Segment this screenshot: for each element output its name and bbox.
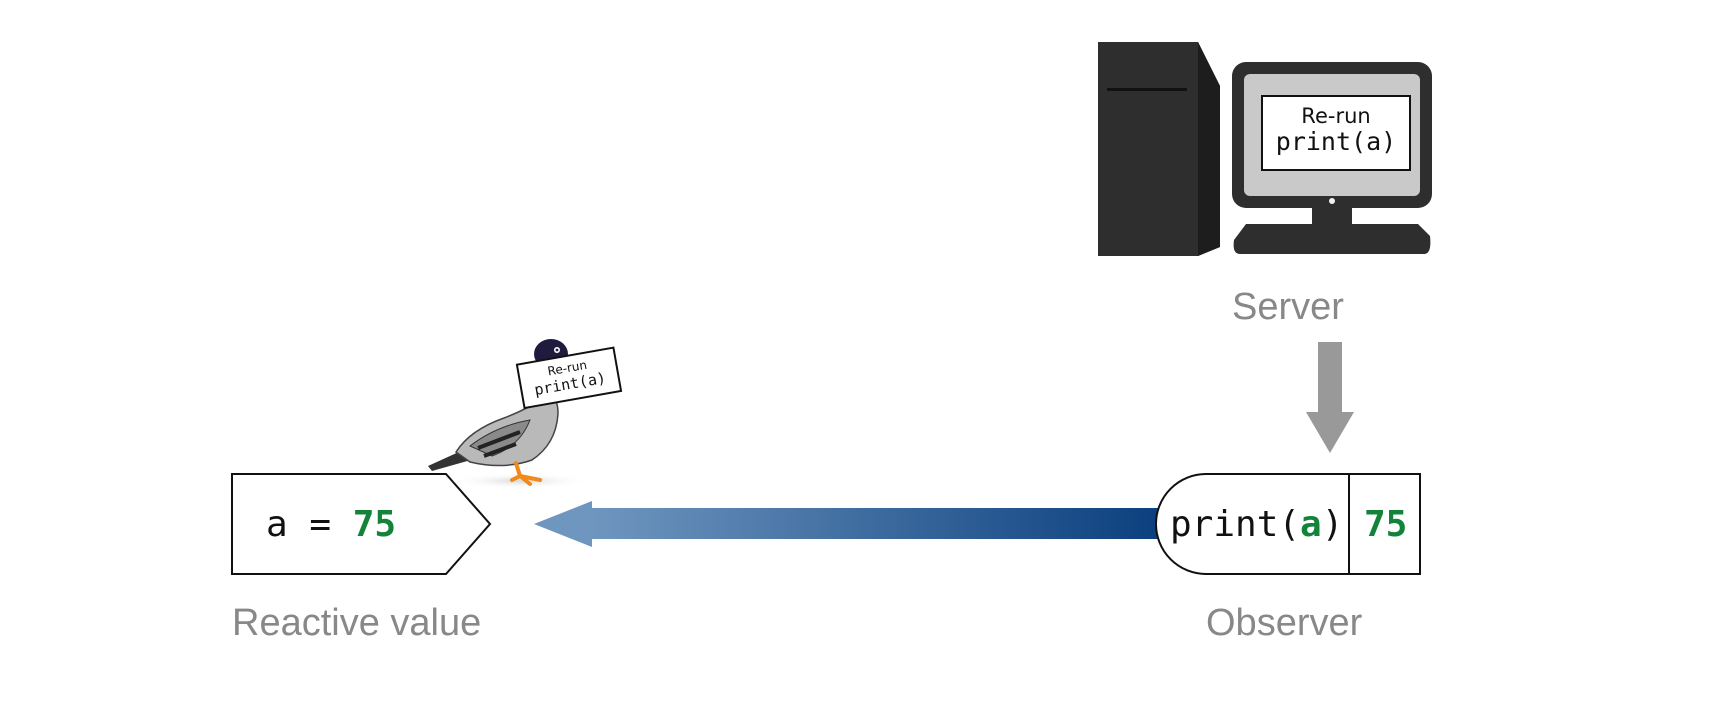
server-down-arrow	[1306, 342, 1354, 453]
reactive-operator: =	[309, 504, 332, 545]
invalidation-arrow	[534, 501, 1162, 547]
server-caption: Server	[1232, 286, 1344, 328]
server-screen-text: Re-run print(a)	[1262, 104, 1410, 157]
pigeon-icon	[428, 339, 623, 489]
observer-value: 75	[1364, 504, 1408, 545]
observer-expr-prefix: print(	[1170, 504, 1301, 545]
reactive-value-number: 75	[352, 504, 397, 545]
server-screen-line2: print(a)	[1275, 127, 1397, 157]
reactive-value-shape	[231, 473, 492, 575]
observer-expression: print(a)	[1170, 507, 1343, 543]
observer-caption: Observer	[1206, 602, 1363, 644]
server-screen-line1: Re-run	[1301, 104, 1371, 128]
reactive-value-caption: Reactive value	[232, 602, 482, 644]
observer-shape	[1155, 473, 1421, 575]
monitor-icon	[1232, 62, 1432, 254]
reactive-variable: a	[266, 504, 288, 545]
reactive-value-code: a = 75	[266, 507, 396, 543]
observer-expr-suffix: )	[1321, 504, 1344, 545]
observer-expr-arg: a	[1300, 504, 1322, 545]
server-tower-icon	[1098, 42, 1220, 256]
